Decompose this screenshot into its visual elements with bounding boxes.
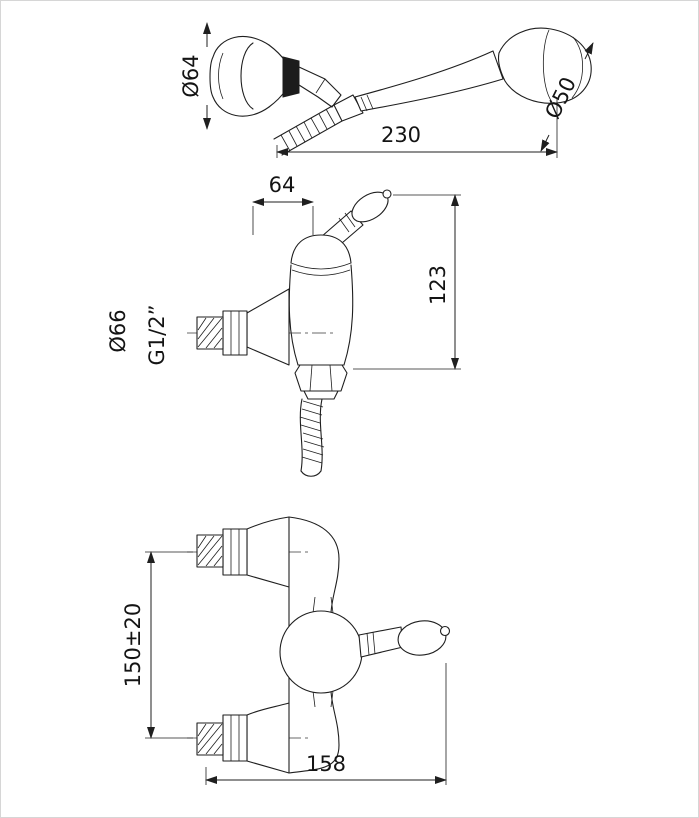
front-bottom-connection <box>187 702 311 774</box>
front-lever-tip <box>439 625 451 637</box>
front-lever <box>358 620 451 658</box>
hose-hex-nut <box>294 364 348 392</box>
side-escutcheon-cone <box>246 288 290 366</box>
hose-connector-cone <box>333 94 364 122</box>
handshower-hose <box>273 94 364 156</box>
front-top-collar <box>222 528 248 576</box>
dim-label-length: 230 <box>381 123 421 147</box>
dim-handshower-cone-diameter: Ø64 <box>179 22 211 130</box>
handshower-head <box>497 27 592 104</box>
side-wall-connection <box>187 288 333 366</box>
mixer-side-view: 64 <box>106 173 461 477</box>
front-bottom-collar <box>222 714 248 762</box>
dim-side-top-width: 64 <box>252 173 314 235</box>
dim-label-top-width: 64 <box>269 173 296 197</box>
side-lever-tip <box>382 189 392 199</box>
front-top-connection <box>187 516 311 588</box>
holder-bell <box>209 36 342 117</box>
dim-front-overall-width: 158 <box>205 663 447 785</box>
front-bottom-escutcheon <box>246 702 290 774</box>
front-body <box>279 516 363 774</box>
side-hose-outlet <box>294 364 348 477</box>
holder-rubber-ring <box>282 56 300 98</box>
front-cartridge-circle <box>279 610 363 694</box>
holder-bracket <box>298 66 342 108</box>
dim-label-cone-diameter: Ø64 <box>179 54 203 97</box>
dim-front-mount-distance: 150±20 <box>121 551 193 739</box>
dim-label-flange-diameter: Ø66 <box>106 309 130 352</box>
handshower-view: Ø64 Ø50 230 <box>179 22 594 158</box>
mixer-front-view: 150±20 158 <box>121 516 451 785</box>
dim-label-height: 123 <box>426 265 450 305</box>
dim-label-mount-distance: 150±20 <box>121 603 145 687</box>
dim-side-height: 123 <box>353 194 461 370</box>
side-body <box>288 234 354 366</box>
front-top-escutcheon <box>246 516 290 588</box>
dim-handshower-length: 230 <box>276 99 558 158</box>
side-collar <box>222 310 248 356</box>
dim-label-thread: G1/2” <box>145 305 169 366</box>
handshower-handle <box>354 50 504 112</box>
front-lever-knob <box>397 620 447 656</box>
dim-label-overall-width: 158 <box>306 752 346 776</box>
